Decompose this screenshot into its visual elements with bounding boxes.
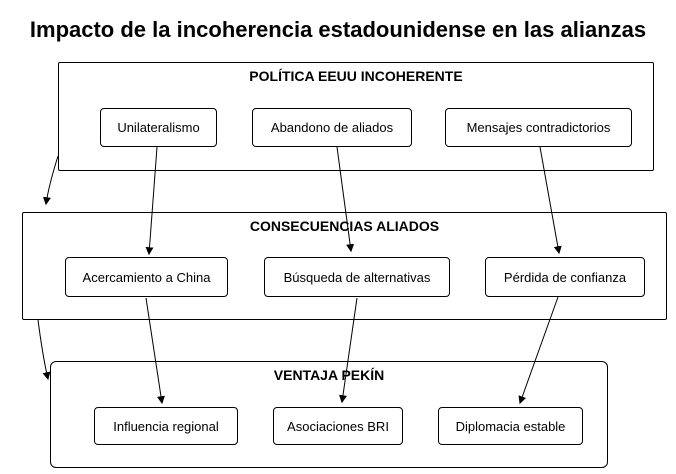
node-mensajes-contradictorios: Mensajes contradictorios (445, 108, 632, 147)
group-ventaja-pekin-header: VENTAJA PEKÍN (273, 367, 385, 383)
group-consecuencias-aliados-header: CONSECUENCIAS ALIADOS (249, 218, 440, 234)
node-asociaciones-bri: Asociaciones BRI (273, 407, 403, 445)
edge-consecuencias-to-ventaja (37, 319, 51, 381)
edge-politica-to-consecuencias (43, 155, 59, 206)
node-acercamiento-a-china: Acercamiento a China (65, 257, 228, 297)
node-unilateralismo: Unilateralismo (100, 108, 217, 147)
node-busqueda-de-alternativas: Búsqueda de alternativas (264, 257, 450, 297)
diagram-title: Impacto de la incoherencia estadounidens… (29, 17, 647, 42)
node-diplomacia-estable: Diplomacia estable (438, 407, 583, 445)
node-perdida-de-confianza: Pérdida de confianza (485, 257, 645, 297)
group-politica-eeuu-header: POLÍTICA EEUU INCOHERENTE (249, 68, 463, 84)
node-abandono-de-aliados: Abandono de aliados (252, 108, 412, 147)
node-influencia-regional: Influencia regional (94, 407, 238, 445)
